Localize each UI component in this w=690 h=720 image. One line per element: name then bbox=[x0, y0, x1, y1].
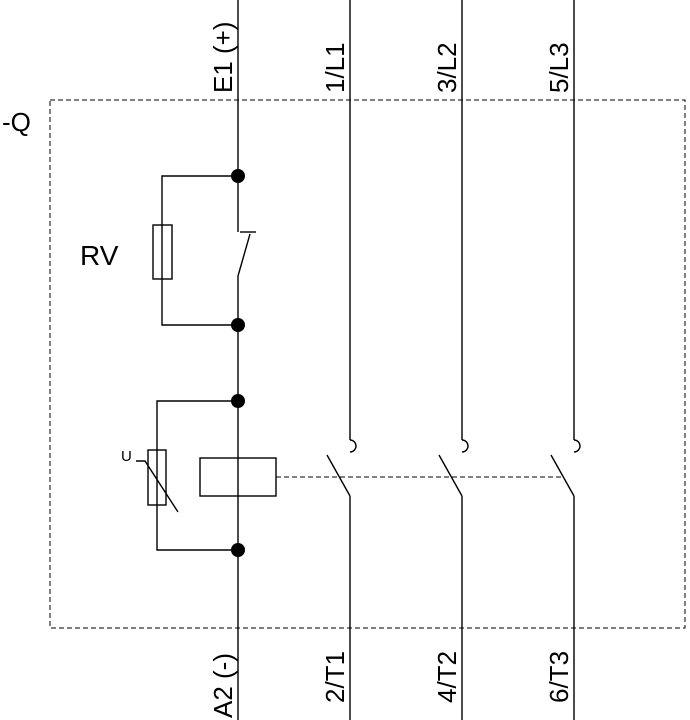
varistor-diagonal bbox=[136, 460, 179, 513]
line-terminal: 1/L1 bbox=[320, 42, 350, 93]
varistor-branch-wire bbox=[156, 400, 238, 551]
load-terminal: 6/T3 bbox=[544, 651, 574, 703]
varistor bbox=[147, 449, 167, 506]
arc-chute-icon bbox=[573, 439, 581, 453]
load-terminal: 2/T1 bbox=[320, 651, 350, 703]
junction-dot bbox=[231, 394, 245, 408]
contact-blade bbox=[237, 233, 251, 277]
arc-chute-icon bbox=[461, 439, 469, 453]
device-boundary bbox=[49, 99, 686, 629]
device-designation: -Q bbox=[2, 107, 31, 137]
pole-blade bbox=[326, 454, 351, 497]
coil-top-terminal: E1 (+) bbox=[208, 21, 238, 93]
rv-branch-wire bbox=[161, 175, 238, 326]
line-terminal: 5/L3 bbox=[544, 42, 574, 93]
coil-bottom-terminal: A2 (-) bbox=[208, 653, 238, 718]
pole-blade bbox=[438, 454, 463, 497]
arc-chute-icon bbox=[349, 439, 357, 453]
line-terminal: 3/L2 bbox=[432, 42, 462, 93]
main-pole-2: 3/L2 4/T2 bbox=[432, 0, 469, 720]
junction-dot bbox=[231, 543, 245, 557]
main-pole-3: 5/L3 6/T3 bbox=[544, 0, 581, 720]
resistor-label: RV bbox=[80, 240, 119, 271]
junction-dot bbox=[231, 318, 245, 332]
control-circuit: RV U E1 (+) A2 (-) bbox=[80, 0, 277, 720]
rv-resistor bbox=[152, 224, 173, 280]
junction-dot bbox=[231, 169, 245, 183]
pole-blade bbox=[550, 454, 575, 497]
main-pole-1: 1/L1 2/T1 bbox=[320, 0, 357, 720]
varistor-label: U bbox=[121, 448, 132, 465]
load-terminal: 4/T2 bbox=[432, 651, 462, 703]
